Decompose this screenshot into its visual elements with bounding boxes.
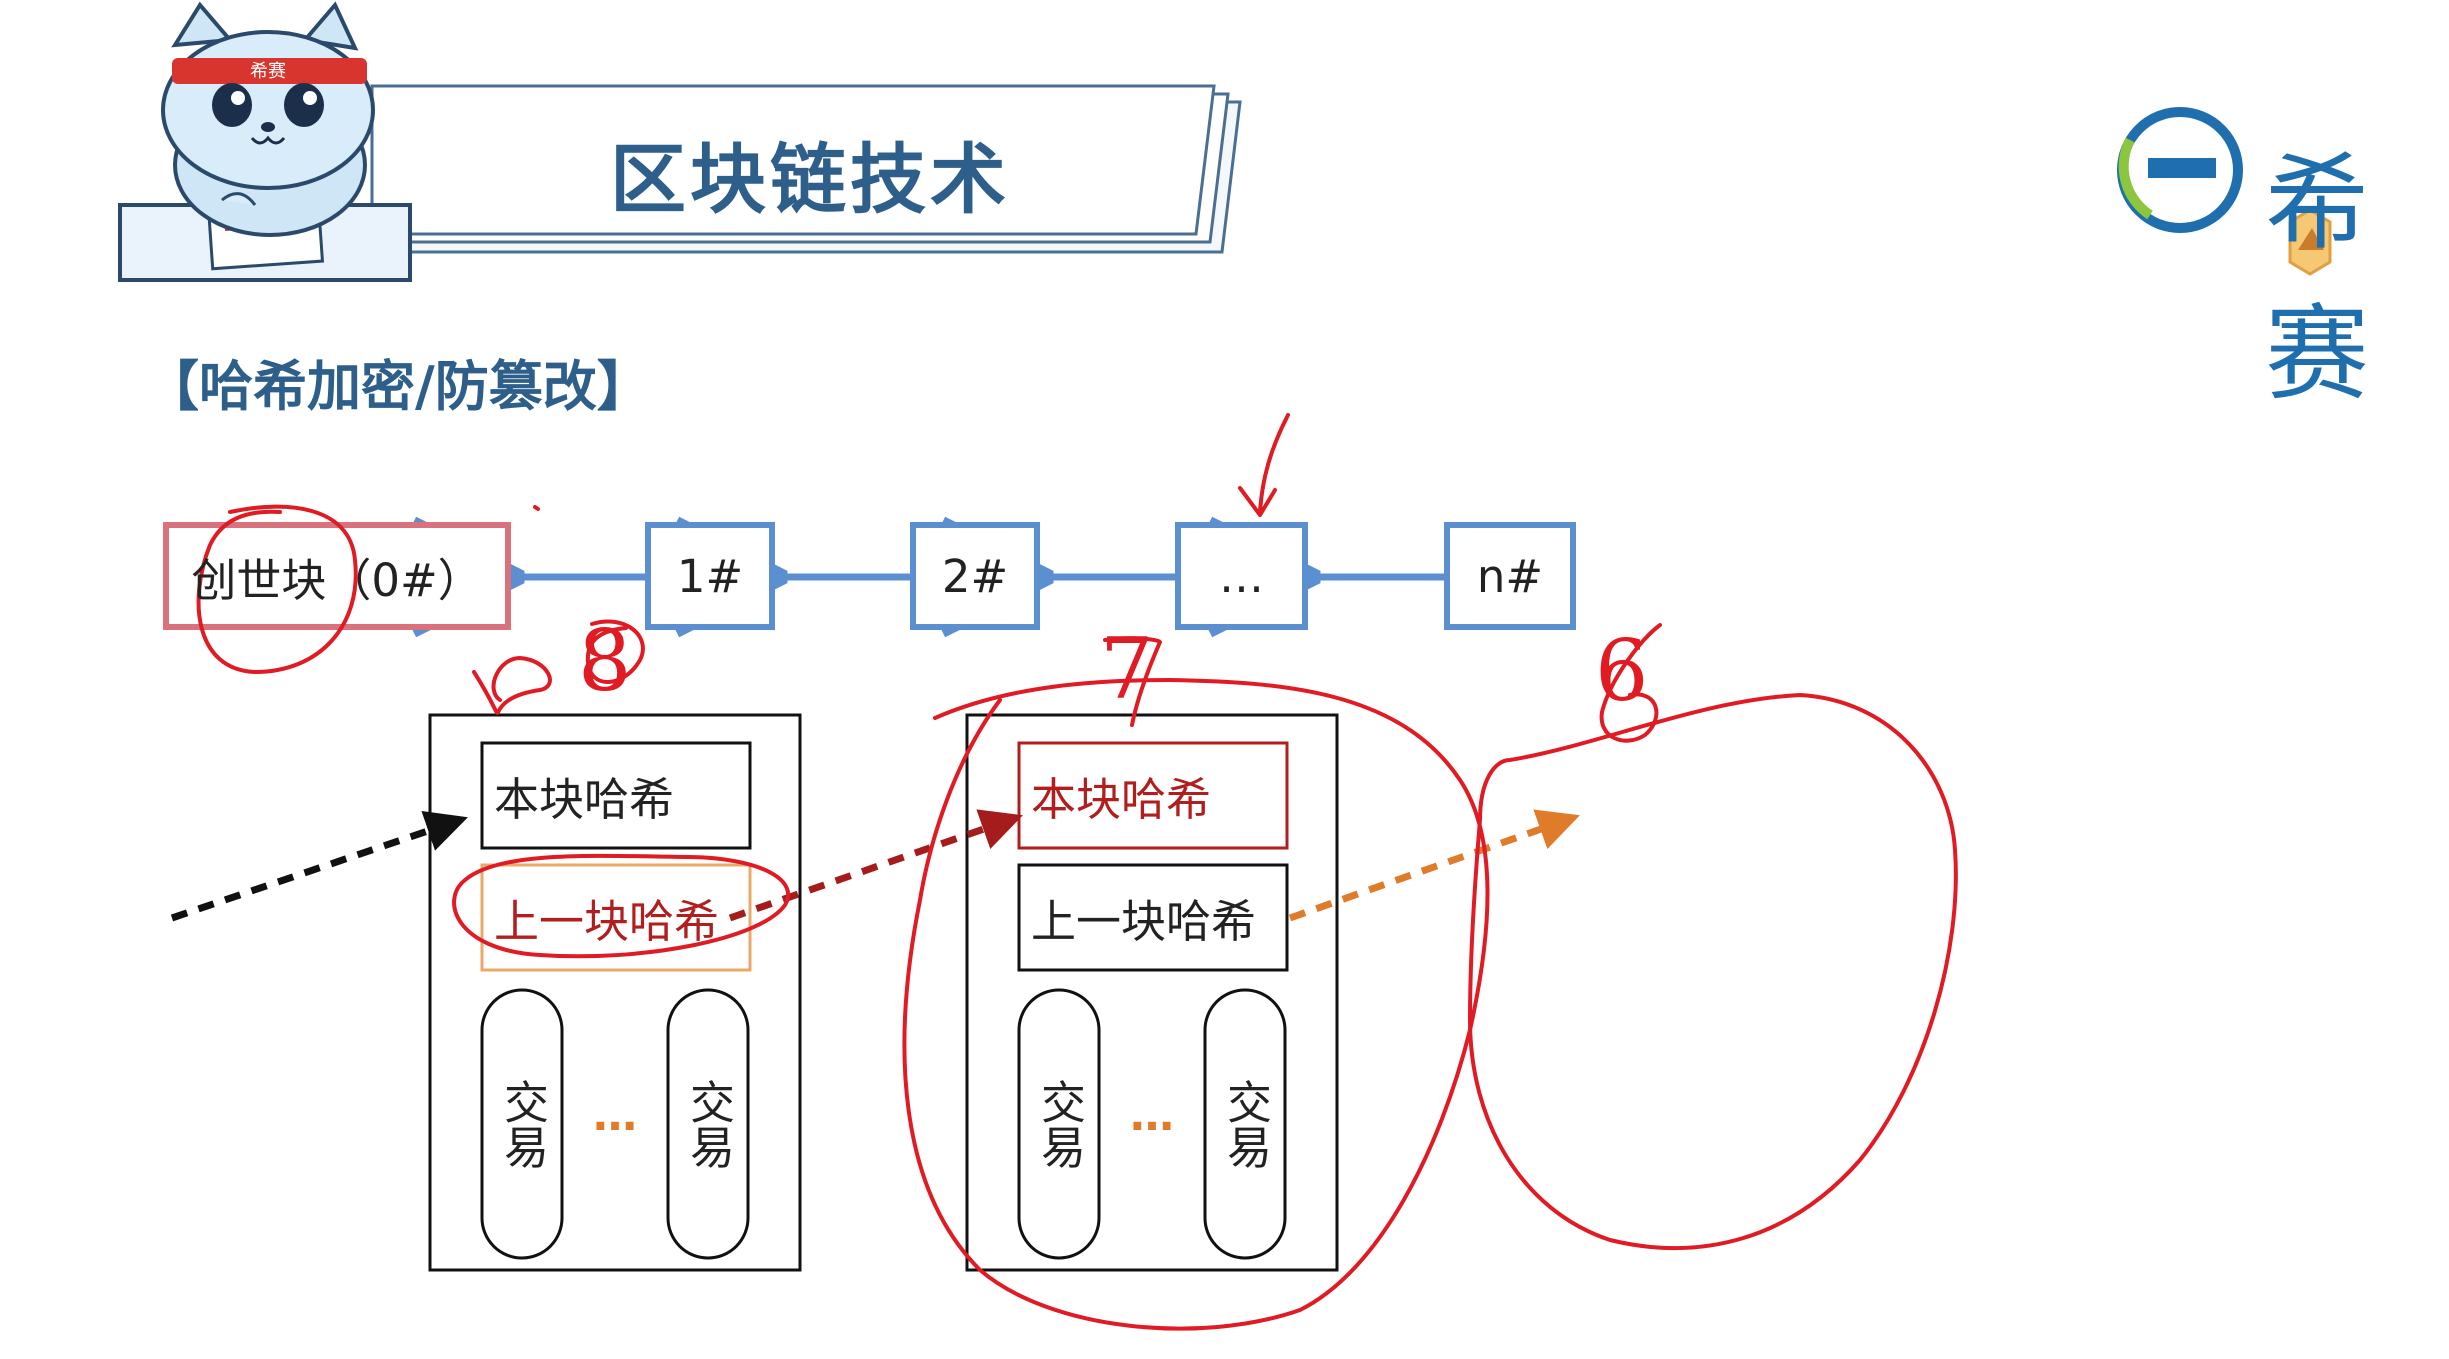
block-detail-2 bbox=[965, 713, 1339, 1272]
block-n-label: n# bbox=[1476, 549, 1544, 603]
page-title: 区块链技术 bbox=[610, 135, 1010, 224]
annotation-prev-hash-oval bbox=[452, 853, 791, 959]
handwritten-number-7: 7 bbox=[1100, 620, 1154, 718]
block-2-label: 2# bbox=[941, 549, 1009, 603]
block-detail-2-tx-left: 交易 bbox=[1033, 1079, 1086, 1169]
block-detail-2-prev-hash: 上一块哈希 bbox=[1031, 895, 1257, 948]
block-detail-1-prev-hash: 上一块哈希 bbox=[494, 895, 720, 948]
hash-link-arrow-incoming bbox=[170, 810, 468, 922]
section-heading: 【哈希加密/防篡改】 bbox=[145, 355, 651, 418]
block-detail-1-tx-right-box bbox=[666, 988, 750, 1260]
handwritten-number-6: 6 bbox=[1595, 622, 1649, 720]
annotation-digit-8-stroke bbox=[472, 656, 552, 715]
annotation-digit-7 bbox=[1103, 636, 1162, 727]
block-detail-2-prev-hash-box bbox=[1017, 863, 1289, 972]
block-ellipsis-label: … bbox=[1219, 549, 1264, 603]
hash-link-arrow-2-to-next bbox=[1288, 809, 1580, 922]
handwritten-number-8: 8 bbox=[578, 612, 632, 710]
logo-text: 希赛 bbox=[2265, 142, 2372, 415]
title-banner bbox=[370, 84, 1242, 254]
e-circle-logo-icon bbox=[2117, 107, 2332, 276]
block-detail-2-tx-ellipsis: … bbox=[1130, 1090, 1174, 1141]
block-detail-1 bbox=[428, 713, 802, 1272]
block-detail-2-tx-right: 交易 bbox=[1219, 1079, 1272, 1169]
block-n-box bbox=[1444, 522, 1576, 630]
block-ellipsis-box bbox=[1175, 522, 1308, 630]
mascot-cat: 希赛 bbox=[118, 1, 412, 282]
block-detail-1-tx-ellipsis: … bbox=[593, 1090, 637, 1141]
block-detail-1-tx-left-box bbox=[480, 988, 564, 1260]
block-detail-1-this-hash: 本块哈希 bbox=[494, 773, 675, 826]
hash-link-arrow-1-to-2 bbox=[728, 809, 1023, 922]
annotation-next-block-circle bbox=[1468, 693, 1958, 1250]
block-detail-1-tx-right: 交易 bbox=[682, 1079, 735, 1169]
mascot-headband-text: 希赛 bbox=[250, 61, 286, 82]
chain-blocks bbox=[163, 522, 1576, 630]
annotation-digit-8-loop bbox=[585, 619, 645, 684]
annotation-check-arrow bbox=[1238, 413, 1290, 517]
annotation-block-2-circle bbox=[902, 678, 1490, 1331]
annotation-genesis-circle bbox=[196, 504, 358, 674]
block-detail-1-this-hash-box bbox=[480, 741, 752, 850]
block-detail-1-tx-left: 交易 bbox=[496, 1079, 549, 1169]
block-2-box bbox=[910, 522, 1040, 630]
annotation-dot bbox=[533, 505, 540, 511]
handwritten-annotations bbox=[196, 413, 1958, 1331]
block-detail-2-this-hash: 本块哈希 bbox=[1031, 773, 1212, 826]
block-1-box bbox=[645, 522, 775, 630]
block-detail-2-this-hash-box bbox=[1017, 741, 1289, 850]
block-1-label: 1# bbox=[676, 549, 744, 603]
block-detail-2-tx-left-box bbox=[1017, 988, 1101, 1260]
genesis-block-label: 创世块（0#） bbox=[191, 553, 483, 607]
block-detail-2-tx-right-box bbox=[1203, 988, 1287, 1260]
